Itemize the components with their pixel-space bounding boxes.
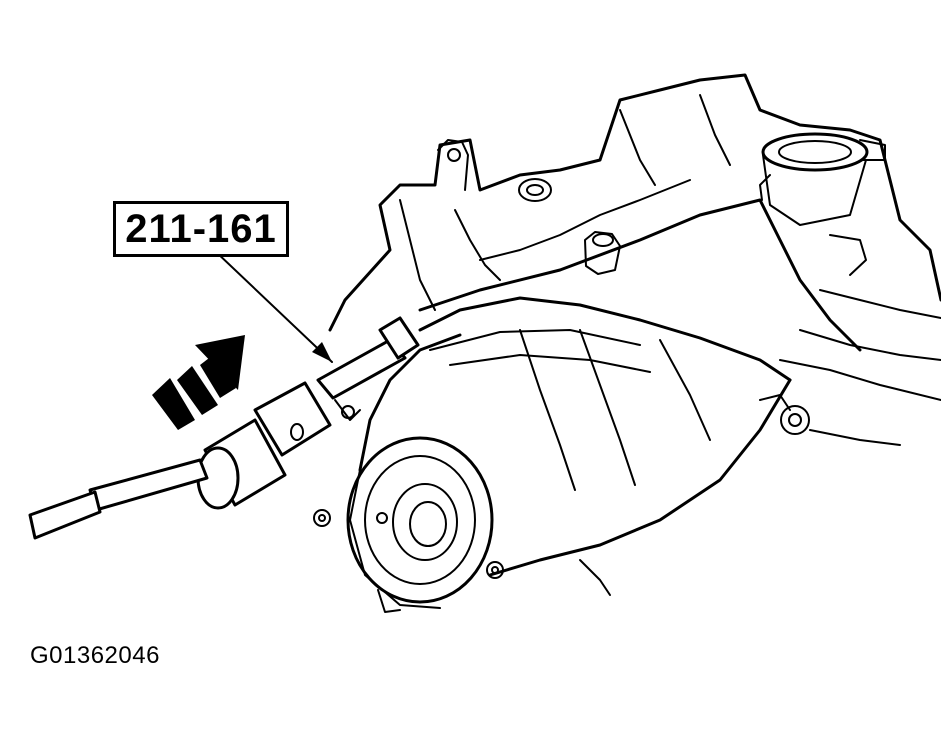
tool-callout-label: 211-161 (125, 207, 277, 251)
transmission-case (328, 73, 941, 446)
figure-id-label: G01362046 (30, 642, 160, 669)
tool-callout-box: 211-161 (113, 201, 289, 257)
slide-hammer-tool (28, 316, 420, 540)
extension-housing (313, 296, 792, 613)
callout-leader-line (213, 249, 333, 363)
direction-arrow-icon (152, 335, 245, 430)
callout-leader-arrowhead (312, 342, 332, 362)
